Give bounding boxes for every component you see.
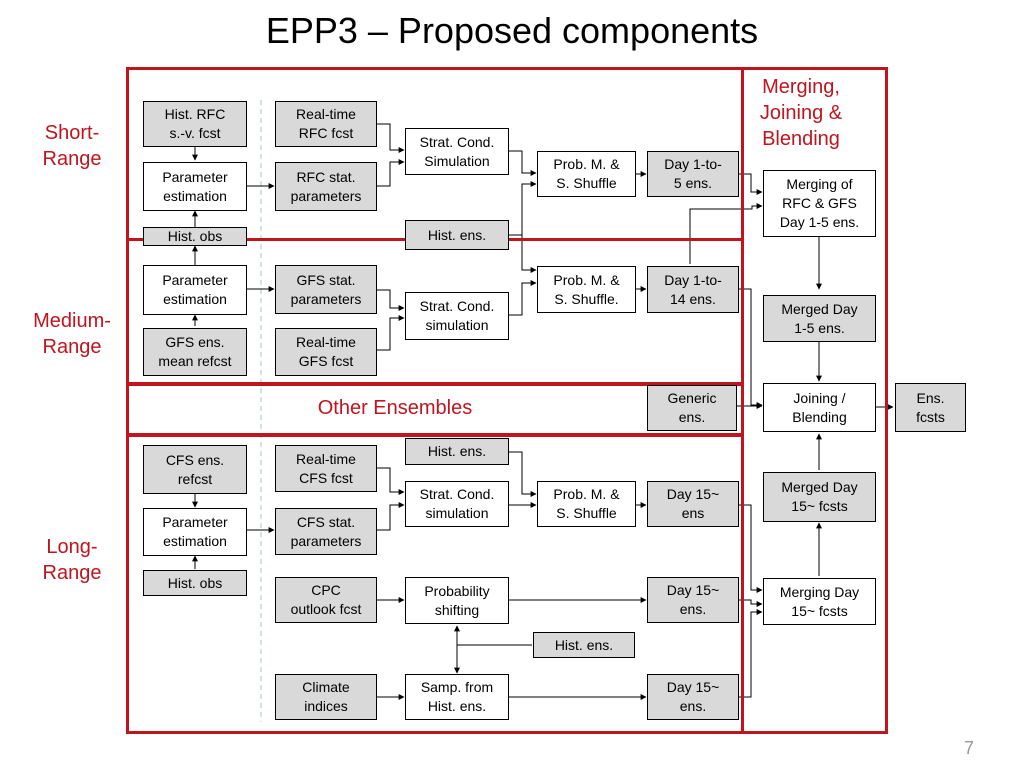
merging-region [741, 67, 888, 734]
connector [739, 599, 763, 607]
hist-ens-shift-box: Hist. ens. [533, 632, 635, 658]
climate-indices-box: Climate indices [275, 674, 377, 720]
merging-rfc-gfs-box: Merging of RFC & GFS Day 1-5 ens. [763, 170, 876, 237]
connector [377, 159, 405, 187]
hist-obs-long-box: Hist. obs [143, 570, 247, 596]
connector [739, 609, 763, 698]
connector [377, 123, 405, 153]
hist-ens-short-box: Hist. ens. [405, 220, 509, 250]
realtime-cfs-box: Real-time CFS fcst [275, 445, 377, 492]
long-range-label: Long- Range [42, 536, 102, 584]
parameter-estimation-medium-box: Parameter estimation [143, 265, 247, 315]
merging-label: Merging, Joining & Blending [759, 76, 843, 150]
cfs-stat-box: CFS stat. parameters [275, 508, 377, 555]
connector [689, 203, 763, 264]
realtime-rfc-box: Real-time RFC fcst [275, 101, 377, 147]
connector [739, 288, 763, 408]
parameter-estimation-short-box: Parameter estimation [143, 162, 247, 211]
slide-title: EPP3 – Proposed components [265, 10, 759, 51]
hist-rfc-box: Hist. RFC s.-v. fcst [143, 101, 247, 147]
connector [739, 504, 763, 593]
probability-shifting-box: Probability shifting [405, 577, 509, 624]
day-15-ens-b-box: Day 15~ ens. [647, 577, 739, 623]
parameter-estimation-long-box: Parameter estimation [143, 508, 247, 556]
merging-day-15-box: Merging Day 15~ fcsts [763, 578, 876, 625]
day-1-14-box: Day 1-to- 14 ens. [647, 266, 739, 313]
merged-day-1-5-box: Merged Day 1-5 ens. [763, 295, 876, 342]
joining-blending-box: Joining / Blending [763, 383, 876, 432]
connector [377, 315, 405, 351]
connector [739, 173, 763, 195]
merged-day-15-box: Merged Day 15~ fcsts [763, 472, 876, 522]
strat-cond-medium-box: Strat. Cond. simulation [405, 292, 509, 340]
hist-obs-short-box: Hist. obs [143, 227, 247, 246]
cpc-outlook-box: CPC outlook fcst [275, 577, 377, 623]
connector [377, 289, 405, 311]
generic-ens-box: Generic ens. [647, 385, 737, 431]
connector [509, 234, 537, 273]
prob-shuffle-long-box: Prob. M. & S. Shuffle [537, 481, 636, 527]
gfs-mean-refcst-box: GFS ens. mean refcst [143, 328, 247, 376]
realtime-gfs-box: Real-time GFS fcst [275, 328, 377, 376]
sample-hist-ens-box: Samp. from Hist. ens. [405, 674, 509, 720]
ens-fcsts-box: Ens. fcsts [895, 383, 966, 432]
cfs-refcst-box: CFS ens. refcst [143, 445, 247, 494]
connector [509, 451, 537, 497]
day-15-ens-c-box: Day 15~ ens. [647, 674, 739, 720]
other-ensembles-label: Other Ensembles [317, 397, 473, 419]
connector [377, 502, 405, 531]
prob-shuffle-medium-box: Prob. M. & S. Shuffle. [537, 266, 636, 313]
short-range-label: Short- Range [42, 122, 102, 170]
connector [509, 150, 537, 176]
strat-cond-long-box: Strat. Cond. simulation [405, 481, 509, 527]
medium-range-label: Medium- Range [33, 310, 111, 358]
gfs-stat-box: GFS stat. parameters [275, 265, 377, 314]
hist-ens-long-box: Hist. ens. [405, 438, 509, 465]
connector [377, 467, 405, 495]
prob-shuffle-short-box: Prob. M. & S. Shuffle [537, 151, 636, 197]
page-number: 7 [963, 738, 974, 758]
day-1-5-box: Day 1-to- 5 ens. [647, 151, 739, 197]
connector [509, 280, 537, 316]
strat-cond-short-box: Strat. Cond. Simulation [405, 128, 509, 175]
rfc-stat-box: RFC stat. parameters [275, 162, 377, 211]
day-15-ens-box: Day 15~ ens [647, 481, 739, 527]
